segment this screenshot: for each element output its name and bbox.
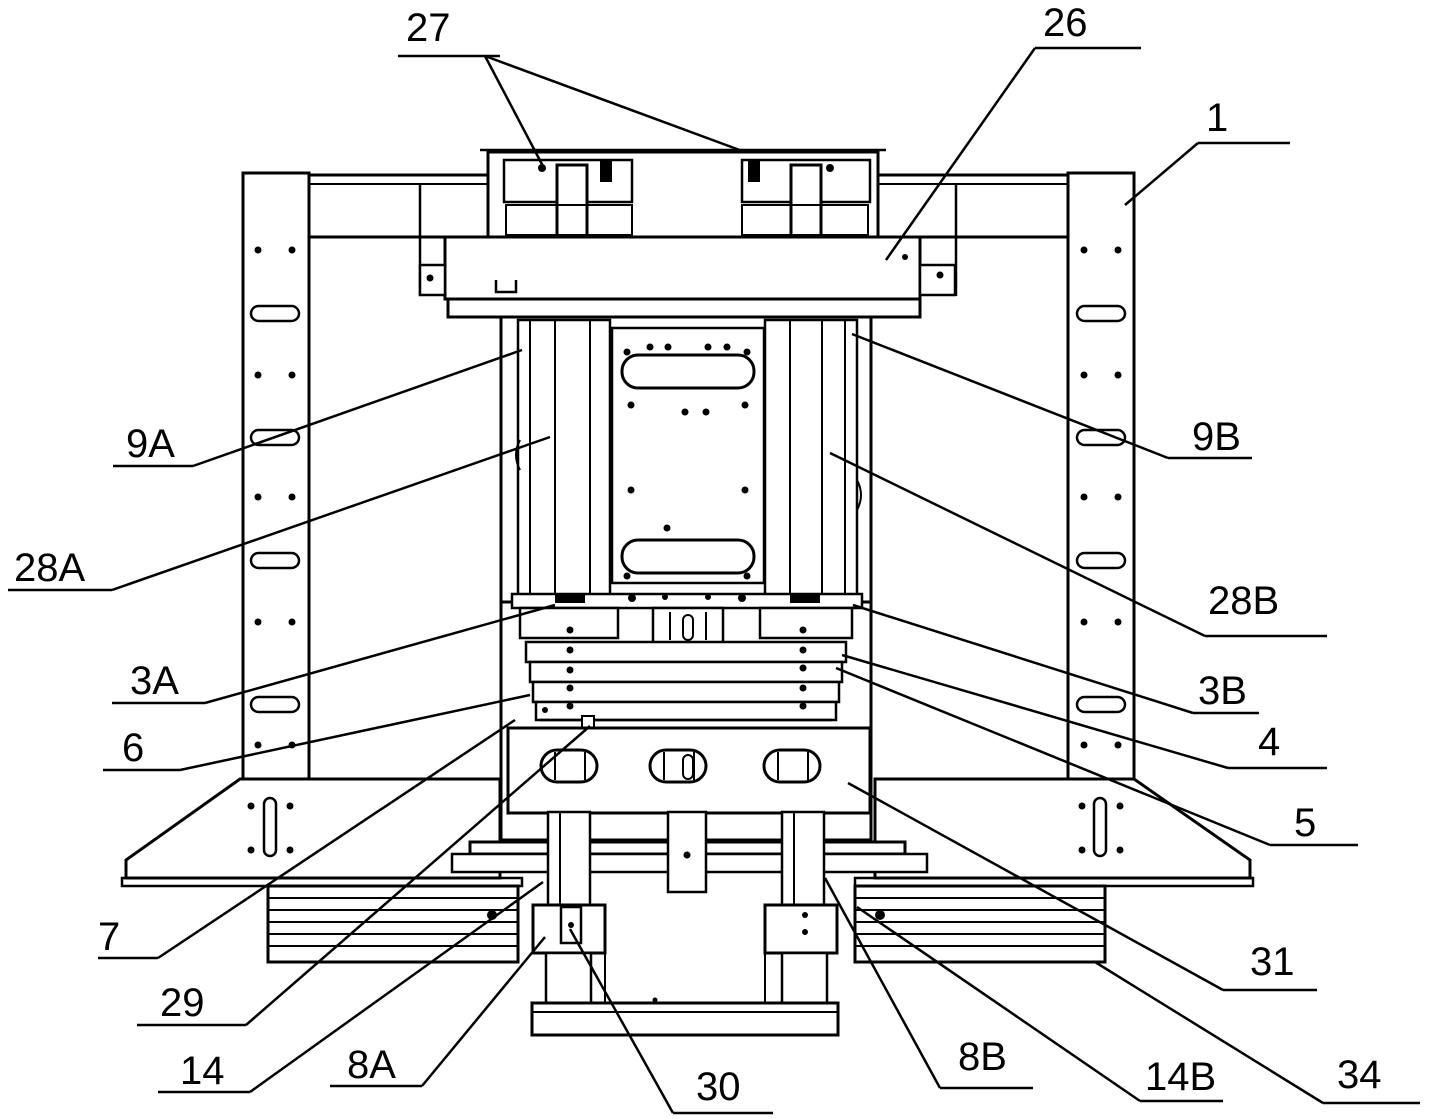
carriage-plate xyxy=(420,237,955,317)
label-28A: 28A xyxy=(14,546,85,590)
label-6: 6 xyxy=(122,726,144,770)
label-3B: 3B xyxy=(1198,669,1247,713)
label-34: 34 xyxy=(1337,1053,1382,1097)
label-1: 1 xyxy=(1206,96,1228,140)
label-8B: 8B xyxy=(958,1035,1007,1079)
label-30: 30 xyxy=(696,1065,741,1109)
label-26: 26 xyxy=(1043,1,1088,45)
label-27: 27 xyxy=(406,6,451,50)
center-plate xyxy=(612,328,764,583)
label-8A: 8A xyxy=(347,1043,396,1087)
bearing-blocks xyxy=(512,593,862,643)
label-31: 31 xyxy=(1250,940,1295,984)
label-3A: 3A xyxy=(130,659,179,703)
machine-assembly xyxy=(122,150,1253,1035)
label-5: 5 xyxy=(1294,801,1316,845)
label-28B: 28B xyxy=(1208,579,1279,623)
label-29: 29 xyxy=(160,981,205,1025)
label-14B: 14B xyxy=(1145,1055,1216,1099)
wheels xyxy=(532,905,838,1035)
label-4: 4 xyxy=(1258,720,1280,764)
right-upright xyxy=(1068,173,1134,779)
gear-stack xyxy=(526,627,846,731)
label-14: 14 xyxy=(180,1049,225,1093)
base-block xyxy=(508,728,870,813)
right-tread-pad xyxy=(855,886,1105,962)
label-9A: 9A xyxy=(126,422,175,466)
left-upright xyxy=(243,173,309,779)
label-9B: 9B xyxy=(1192,415,1241,459)
label-7: 7 xyxy=(98,915,120,959)
